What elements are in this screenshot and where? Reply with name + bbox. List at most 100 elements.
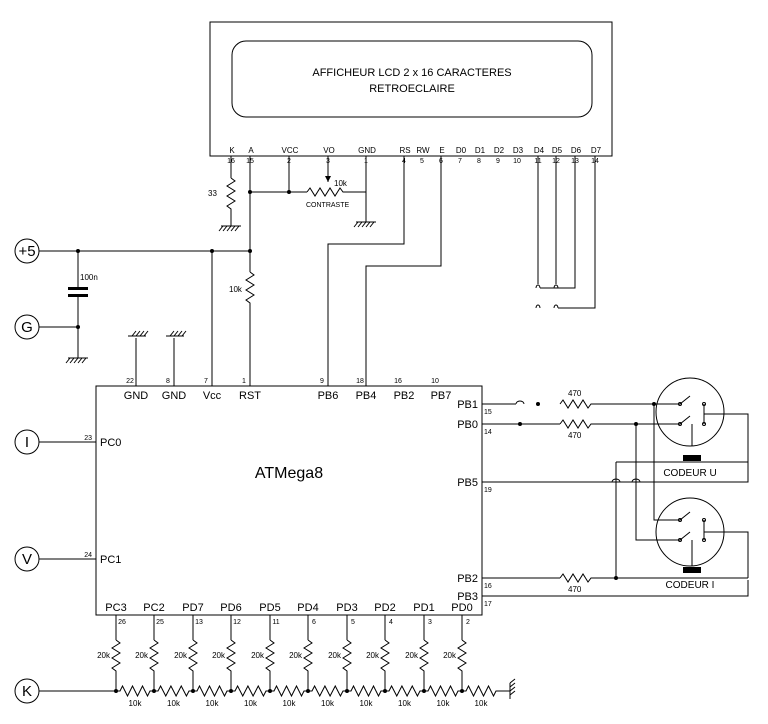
resistor-10k: [231, 684, 270, 698]
lcd-pin-e-label: E: [439, 146, 444, 155]
terminal-v-label: V: [22, 551, 32, 568]
mcu-pin-number: 4: [389, 619, 393, 626]
mcu-pin-number: 26: [118, 619, 126, 626]
resistor-10k-label: 10k: [283, 699, 297, 708]
resistor-20k: [265, 639, 275, 691]
resistor-10k-label: 10k: [360, 699, 374, 708]
mcu-pin-number: 11: [272, 619, 279, 626]
pot-wiper-arrow: [325, 176, 331, 182]
lcd-pin-number: 8: [477, 158, 481, 165]
ground-symbol: [65, 357, 88, 364]
resistor-20k: [188, 639, 198, 691]
junction-dot: [614, 576, 618, 580]
mcu-pin-number: 5: [351, 619, 355, 626]
mcu-pin-number: 15: [484, 409, 492, 416]
resistor-10k-label: 10k: [475, 699, 489, 708]
ground-symbol: [353, 218, 376, 228]
resistor-10k-label: 10k: [321, 699, 335, 708]
lcd-outline: [209, 21, 613, 157]
capacitor-label: 100n: [80, 273, 98, 282]
mcu-pin-pc2-label: PC2: [143, 602, 164, 614]
mcu-pin-number: 13: [195, 619, 203, 626]
mcu-pin-pc3-label: PC3: [105, 602, 126, 614]
mcu-pin-number: 25: [156, 619, 164, 626]
codeur-i-label: CODEUR I: [666, 580, 715, 591]
lcd-title-line1: AFFICHEUR LCD 2 x 16 CARACTERES: [312, 67, 511, 79]
mcu-pin-pd6-label: PD6: [220, 602, 241, 614]
terminal-k-label: K: [22, 683, 32, 700]
mcu-pin-number: 14: [484, 429, 492, 436]
codeur-u-body[interactable]: [655, 377, 725, 447]
junction-dot: [518, 422, 522, 426]
resistor-33-label: 33: [208, 189, 217, 198]
mcu-pin-number: 17: [484, 601, 492, 608]
resistor-20k: [111, 639, 121, 691]
mcu-pin-pd1-label: PD1: [413, 602, 434, 614]
resistor-20k-label: 20k: [97, 651, 111, 660]
resistor-20k-label: 20k: [135, 651, 149, 660]
resistor-20k-label: 20k: [212, 651, 226, 660]
mcu-pin-pd3-label: PD3: [336, 602, 357, 614]
mcu-pin-pb2-label: PB2: [457, 573, 478, 585]
lcd-pin-d1-label: D1: [475, 146, 486, 155]
mcu-pin-vcc-label: Vcc: [203, 390, 222, 402]
mcu-pin-pc1-label: PC1: [100, 554, 121, 566]
ground-hatch: [509, 682, 516, 688]
resistor-reset-label: 10k: [229, 285, 243, 294]
ground-hatch: [509, 690, 516, 696]
mcu-pin-number: 10: [431, 378, 439, 385]
ground-symbol: [166, 330, 187, 337]
resistor-10k: [116, 684, 154, 698]
capacitor-plate: [68, 287, 88, 290]
resistor-20k: [149, 639, 159, 691]
resistor-20k-label: 20k: [174, 651, 188, 660]
junction-dot: [248, 190, 252, 194]
resistor-10k: [154, 684, 193, 698]
resistor-10k-label: 10k: [398, 699, 412, 708]
resistor-20k-label: 20k: [443, 651, 457, 660]
mcu-pin-number: 22: [126, 378, 134, 385]
resistor-10k: [270, 684, 308, 698]
resistor-20k: [226, 639, 236, 691]
mcu-pin-number: 8: [166, 378, 170, 385]
resistor-20k: [419, 639, 429, 691]
resistor-10k: [424, 684, 462, 698]
mcu-pin-pb4-label: PB4: [356, 390, 377, 402]
mcu-pin-pb2-label: PB2: [394, 390, 415, 402]
lcd-pin-d7-label: D7: [591, 146, 602, 155]
lcd-pin-vcc-label: VCC: [282, 146, 299, 155]
ladder-ground: [500, 683, 511, 699]
mcu-pin-pd2-label: PD2: [374, 602, 395, 614]
mcu-pin-number: 16: [484, 583, 492, 590]
lcd-pin-rs-label: RS: [399, 146, 410, 155]
lcd-module: AFFICHEUR LCD 2 x 16 CARACTERES RETROECL…: [209, 21, 613, 165]
lcd-wiring: 33 10k CONTRASTE: [208, 156, 596, 386]
lcd-pin-gnd-label: GND: [358, 146, 376, 155]
mcu-pin-number: 23: [84, 435, 92, 442]
mcu-pin-gnd-label: GND: [162, 390, 187, 402]
ground-hatch: [509, 678, 516, 684]
mcu-pin-pb3-label: PB3: [457, 591, 478, 603]
lcd-pin-a-label: A: [248, 146, 254, 155]
resistor-20k-label: 20k: [366, 651, 380, 660]
mcu-pin-number: 6: [312, 619, 316, 626]
mcu-pin-number: 7: [204, 378, 208, 385]
lcd-pin-rw-label: RW: [416, 146, 430, 155]
resistor-20k-label: 20k: [405, 651, 419, 660]
mcu-pin-number: 1: [242, 378, 246, 385]
junction-dot: [536, 402, 540, 406]
resistor-10k-label: 10k: [244, 699, 258, 708]
lcd-pin-number: 7: [458, 158, 462, 165]
mcu-pin-number: 9: [320, 378, 324, 385]
resistor-10k-label: 10k: [129, 699, 143, 708]
lcd-pin-d4-label: D4: [534, 146, 545, 155]
lcd-pin-k-label: K: [229, 146, 235, 155]
mcu-pin-pd4-label: PD4: [297, 602, 318, 614]
resistor-20k-label: 20k: [328, 651, 342, 660]
codeur-i-knob: [683, 567, 701, 573]
mcu-pin-pd5-label: PD5: [259, 602, 280, 614]
terminal-plus5-label: +5: [18, 243, 35, 260]
ground-symbol: [128, 330, 149, 337]
